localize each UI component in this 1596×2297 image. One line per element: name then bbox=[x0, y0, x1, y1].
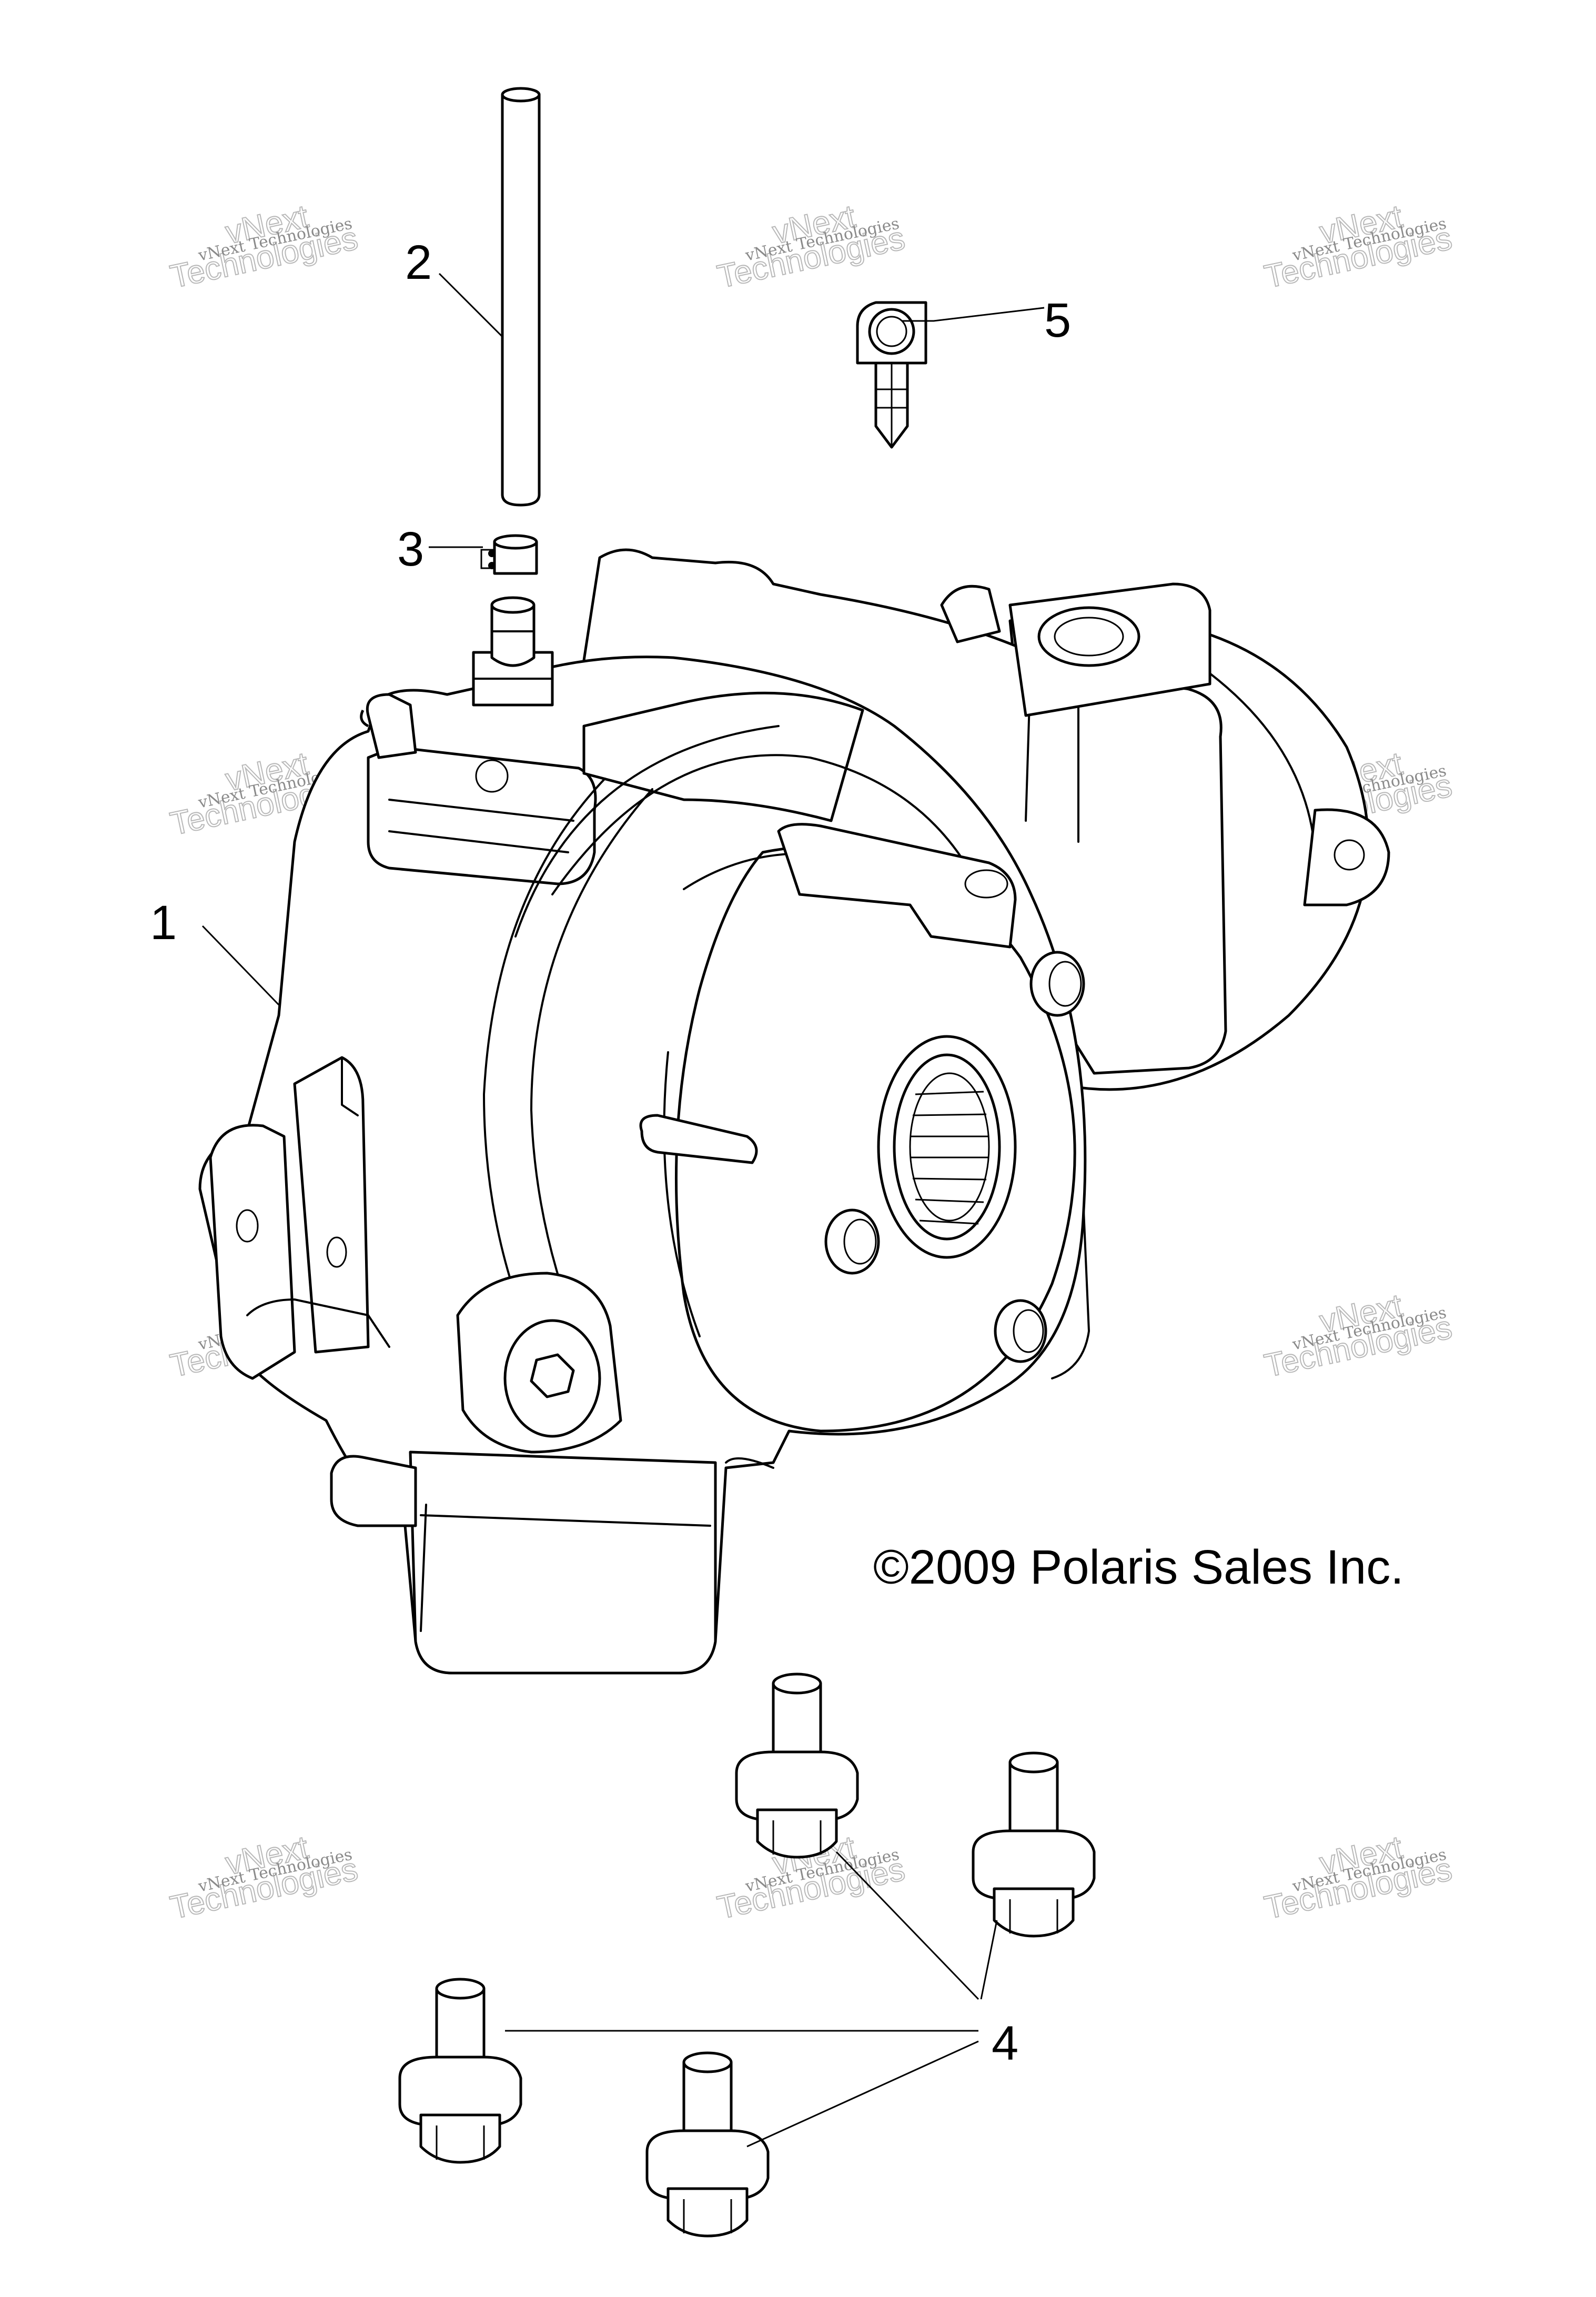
leader-line-1 bbox=[201, 925, 280, 1006]
leader-line-4b bbox=[980, 1920, 998, 2000]
watermark: Technologies vNext vNext Technologies bbox=[167, 1829, 361, 1927]
leader-line-4a bbox=[835, 1851, 979, 2000]
gearcase-housing bbox=[198, 548, 1390, 1675]
callout-4: 4 bbox=[992, 2017, 1018, 2070]
flange-bolt bbox=[645, 2051, 770, 2238]
watermark: Technologies vNext vNext Technologies bbox=[167, 198, 361, 296]
watermark: Technologies vNext vNext Technologies bbox=[1261, 1287, 1456, 1385]
flange-bolt bbox=[972, 1751, 1096, 1938]
callout-5: 5 bbox=[1044, 294, 1071, 347]
copyright-notice: ©2009 Polaris Sales Inc. bbox=[873, 1540, 1404, 1594]
watermark: Technologies vNext vNext Technologies bbox=[714, 198, 908, 296]
hose-clamp bbox=[480, 534, 538, 575]
flange-bolts bbox=[398, 1673, 1096, 2238]
leader-lines bbox=[201, 273, 1045, 2148]
watermark: Technologies vNext vNext Technologies bbox=[1261, 198, 1456, 296]
callout-2: 2 bbox=[405, 236, 432, 289]
callout-3: 3 bbox=[397, 522, 424, 576]
leader-line-2 bbox=[438, 273, 503, 338]
leader-line-4d bbox=[746, 2040, 979, 2148]
fitting bbox=[856, 301, 927, 449]
vent-tube bbox=[501, 87, 541, 507]
watermark: Technologies vNext vNext Technologies bbox=[1261, 1829, 1456, 1927]
flange-bolt bbox=[398, 1978, 522, 2164]
flange-bolt bbox=[735, 1673, 859, 1859]
callout-1: 1 bbox=[150, 896, 177, 950]
leader-line-5 bbox=[902, 307, 1045, 322]
